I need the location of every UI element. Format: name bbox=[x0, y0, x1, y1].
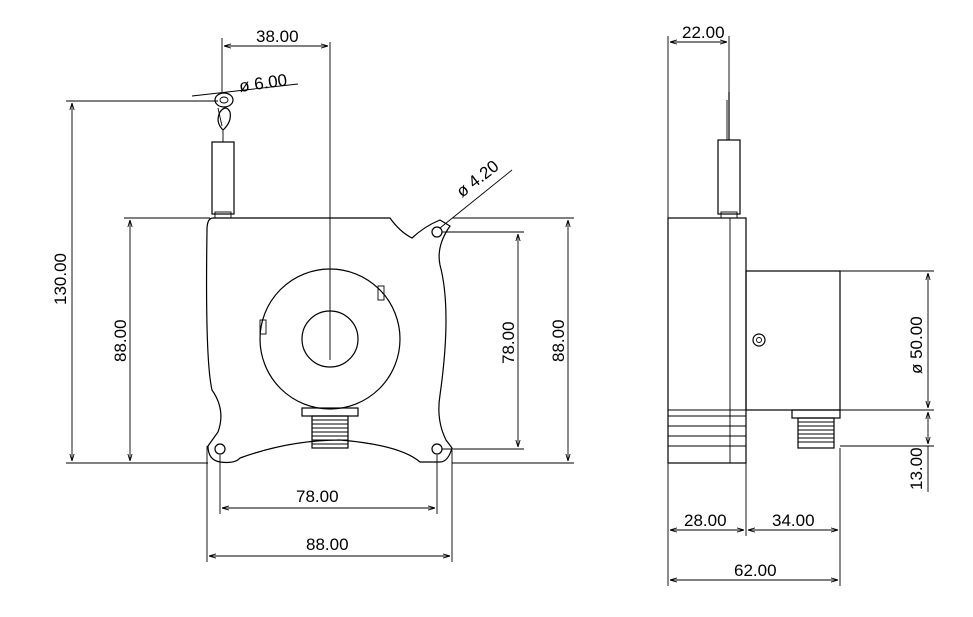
side-cable-housing-base bbox=[720, 211, 738, 219]
dim-body-height-left: 88.00 bbox=[111, 319, 130, 362]
mount-hole-bottom-left bbox=[214, 443, 226, 455]
dim-body-width: 88.00 bbox=[306, 535, 349, 554]
side-cable-housing bbox=[717, 139, 741, 215]
dim-total-depth: 62.00 bbox=[734, 561, 777, 580]
dim-encoder-depth: 34.00 bbox=[772, 511, 815, 530]
ring-tab-right bbox=[377, 285, 385, 301]
dim-total-height: 130.00 bbox=[51, 253, 70, 305]
dim-hole-spacing-horizontal: 78.00 bbox=[296, 487, 339, 506]
dim-top-width: 38.00 bbox=[256, 27, 299, 46]
side-view: 22.00 ø 50.00 13.00 28.00 34.00 62.00 bbox=[667, 23, 934, 586]
dim-cable-dia: ø 6.00 bbox=[238, 70, 288, 96]
cable-housing-base bbox=[214, 211, 232, 219]
connector-threads bbox=[312, 419, 348, 445]
cable-clip bbox=[217, 107, 231, 131]
dim-body-depth: 28.00 bbox=[684, 511, 727, 530]
side-connector-threads bbox=[798, 421, 834, 443]
dim-connector-offset: 13.00 bbox=[907, 447, 926, 490]
side-screw bbox=[752, 333, 766, 347]
front-view: 38.00 ø 6.00 ø 4.20 130.00 88.00 78.00 8… bbox=[51, 27, 574, 562]
side-connector-body bbox=[797, 417, 835, 449]
cable-ring bbox=[214, 92, 234, 108]
cable-ring-inner bbox=[219, 96, 229, 104]
dim-hole-dia: ø 4.20 bbox=[453, 157, 503, 202]
clip-line bbox=[217, 107, 223, 127]
dim-hole-spacing-vertical: 78.00 bbox=[499, 321, 518, 364]
dim-top-offset: 22.00 bbox=[682, 23, 725, 42]
side-encoder bbox=[745, 270, 841, 411]
dim-encoder-dia: ø 50.00 bbox=[907, 316, 926, 374]
side-screw-center bbox=[756, 337, 762, 343]
front-body-outline bbox=[205, 217, 453, 464]
mount-hole-bottom-right bbox=[431, 443, 443, 455]
ring-tab-left bbox=[259, 319, 267, 335]
dim-body-height-right: 88.00 bbox=[549, 319, 568, 362]
side-connector-flange bbox=[791, 409, 841, 419]
cable-housing bbox=[211, 141, 235, 215]
mount-hole-top-right bbox=[431, 226, 443, 238]
leader-cable-dia bbox=[191, 83, 299, 97]
